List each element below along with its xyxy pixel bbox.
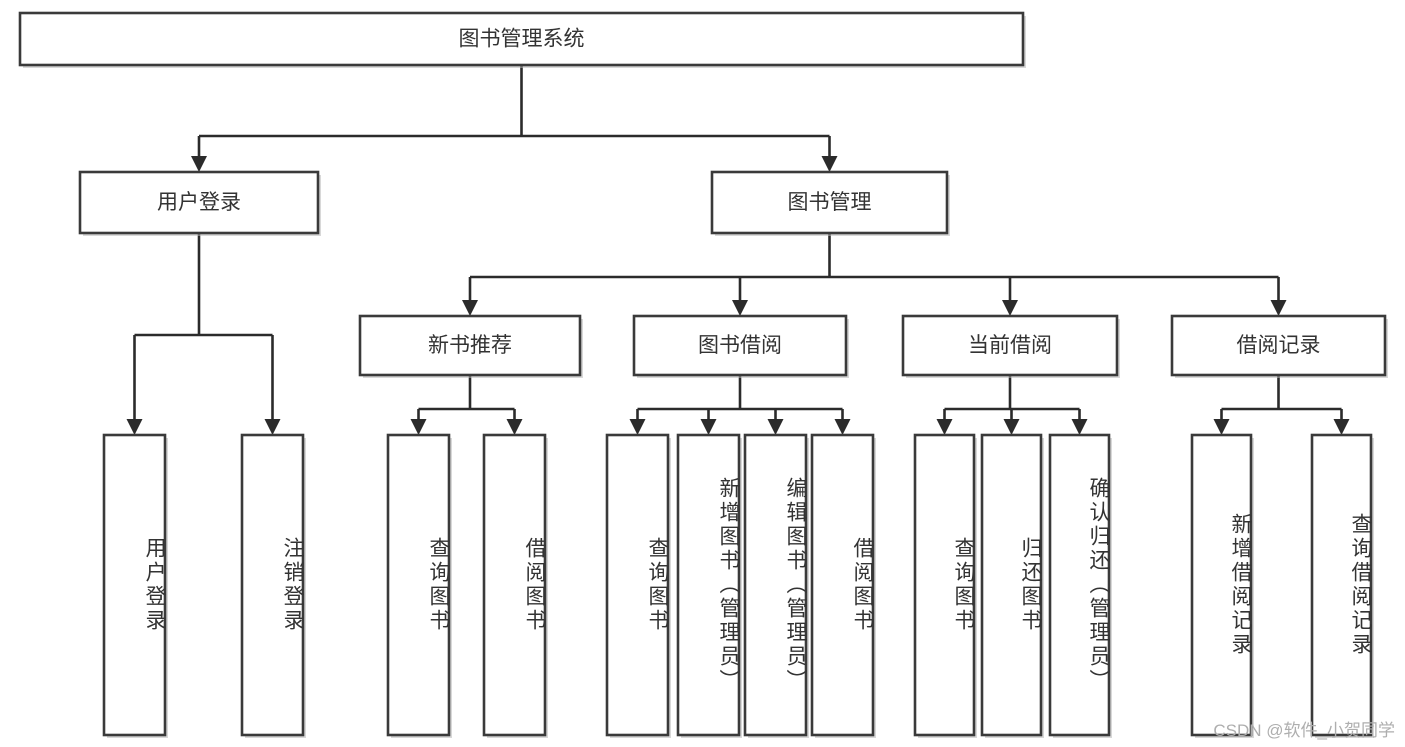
leaf-node-leaf-confirm-return[interactable] (1048, 433, 1112, 738)
node-borrow_record[interactable] (1170, 314, 1388, 378)
node-current_borrow[interactable] (901, 314, 1120, 378)
leaf-node-leaf-return-book[interactable] (980, 433, 1044, 738)
edge-group-new_book_rec (410, 375, 523, 435)
node-label-root: 图书管理系统 (459, 28, 585, 51)
leaf-node-leaf-borrow-book-1[interactable] (482, 433, 548, 738)
edge-group-root (191, 65, 838, 172)
watermark-text: CSDN @软件_小贺同学 (1213, 721, 1395, 740)
node-label-borrow_record: 借阅记录 (1237, 334, 1321, 357)
arrow-head-icon (1270, 300, 1287, 316)
arrow-head-icon (821, 156, 838, 172)
node-label-book_borrow: 图书借阅 (698, 334, 782, 357)
arrow-head-icon (264, 419, 281, 435)
leaf-node-leaf-query-record[interactable] (1310, 433, 1374, 738)
arrow-head-icon (834, 419, 851, 435)
arrow-head-icon (126, 419, 143, 435)
edges-layer (126, 65, 1350, 435)
leaf-node-leaf-logout[interactable] (240, 433, 306, 738)
arrow-head-icon (1213, 419, 1230, 435)
node-label-book_manage: 图书管理 (788, 191, 872, 214)
leaf-node-leaf-borrow-book-2[interactable] (810, 433, 876, 738)
arrow-head-icon (1071, 419, 1088, 435)
node-label-new_book_rec: 新书推荐 (428, 334, 512, 357)
node-label-current_borrow: 当前借阅 (968, 334, 1052, 357)
leaf-node-leaf-edit-book[interactable] (743, 433, 809, 738)
node-book_borrow[interactable] (632, 314, 849, 378)
arrow-head-icon (936, 419, 953, 435)
leaf-node-leaf-query-book-1[interactable] (386, 433, 452, 738)
arrow-head-icon (462, 300, 478, 316)
arrow-head-icon (1002, 300, 1018, 316)
arrow-head-icon (732, 300, 748, 316)
node-book_manage[interactable] (710, 170, 950, 236)
arrow-head-icon (767, 419, 784, 435)
leaf-node-leaf-query-book-3[interactable] (913, 433, 977, 738)
arrow-head-icon (1003, 419, 1020, 435)
arrow-head-icon (1333, 419, 1350, 435)
node-new_book_rec[interactable] (358, 314, 583, 378)
leaf-node-leaf-add-record[interactable] (1190, 433, 1254, 738)
node-label-user_login: 用户登录 (157, 191, 241, 214)
node-root[interactable] (18, 11, 1026, 68)
leaf-node-leaf-add-book[interactable] (676, 433, 742, 738)
leaf-node-leaf-user-login[interactable] (102, 433, 168, 738)
leaf-node-leaf-query-book-2[interactable] (605, 433, 671, 738)
edge-group-current_borrow (936, 375, 1088, 435)
arrow-head-icon (191, 156, 207, 172)
arrow-head-icon (700, 419, 717, 435)
edge-group-book_manage (462, 233, 1287, 316)
arrow-head-icon (410, 419, 427, 435)
node-user_login[interactable] (78, 170, 321, 236)
arrow-head-icon (506, 419, 523, 435)
edge-group-borrow_record (1213, 375, 1350, 435)
arrow-head-icon (629, 419, 646, 435)
edge-group-book_borrow (629, 375, 851, 435)
edge-group-user_login (126, 233, 281, 435)
